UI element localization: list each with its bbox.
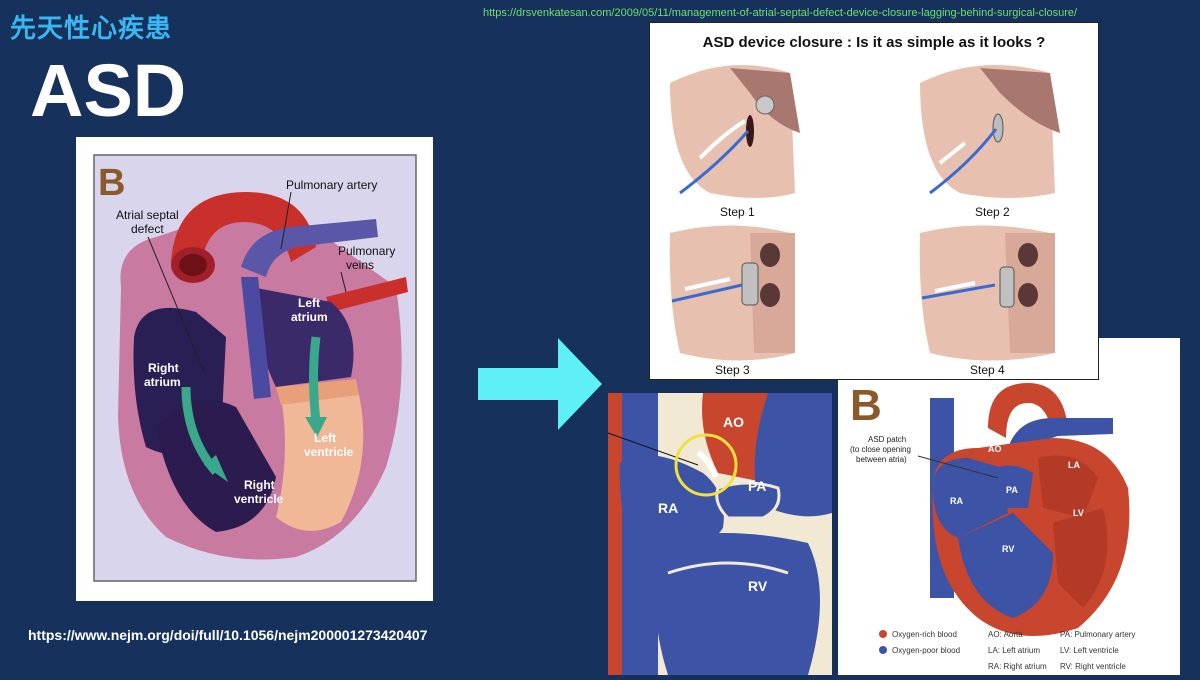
patch-chamber-rv: RV [1002, 544, 1014, 554]
step-1-label: Step 1 [720, 205, 755, 219]
legend-oxygen-poor: Oxygen-poor blood [892, 646, 960, 655]
step-3-illustration [669, 225, 795, 361]
label-right-ventricle-1: Right [244, 478, 275, 492]
device-closure-panel: ASD device closure : Is it as simple as … [649, 22, 1099, 380]
label-left-atrium-2: atrium [291, 310, 328, 324]
patch-chamber-pa: PA [1006, 485, 1018, 495]
step-3-label: Step 3 [715, 363, 750, 377]
legend-oxygen-poor-swatch [879, 646, 887, 654]
source-url-top[interactable]: https://drsvenkatesan.com/2009/05/11/man… [483, 7, 1078, 19]
label-right-atrium-2: atrium [144, 375, 181, 389]
zoom-illustration-panel: AO PA RA RV [608, 393, 832, 675]
step-1-illustration [670, 65, 800, 198]
device-closure-title: ASD device closure : Is it as simple as … [703, 34, 1046, 51]
source-url-bottom[interactable]: https://www.nejm.org/doi/full/10.1056/ne… [28, 627, 428, 643]
patch-chamber-ao: AO [988, 444, 1002, 454]
legend-abbr-la: LA: Left atrium [988, 646, 1040, 655]
step-4-illustration [919, 225, 1055, 361]
zoom-label-rv: RV [748, 578, 768, 594]
patch-label-1: ASD patch [868, 435, 906, 444]
slide-subtitle: 先天性心疾患 [10, 14, 173, 44]
patch-label-3: between atria) [856, 455, 907, 464]
step-2-illustration [920, 65, 1060, 198]
heart-diagram-panel: B Atrial septal defect Pulmonary artery … [76, 137, 433, 601]
patch-label-2: (to close opening [850, 445, 911, 454]
legend-abbr-lv: LV: Left ventricle [1060, 646, 1119, 655]
step-2-label: Step 2 [975, 205, 1010, 219]
label-left-ventricle-2: ventricle [304, 445, 354, 459]
patch-chamber-lv: LV [1073, 508, 1084, 518]
zoom-label-ra: RA [658, 500, 678, 516]
label-pulmonary-veins-2: veins [346, 258, 374, 272]
right-arrow-icon [478, 338, 602, 430]
label-left-atrium-1: Left [298, 296, 320, 310]
step-4-label: Step 4 [970, 363, 1005, 377]
label-left-ventricle-1: Left [314, 431, 336, 445]
patch-diagram-panel: B ASD patch (to close opening between at… [838, 338, 1180, 675]
legend-abbr-rv: RV: Right ventricle [1060, 662, 1126, 671]
legend-abbr-ao: AO: Aorta [988, 630, 1023, 639]
label-right-atrium-1: Right [148, 361, 179, 375]
zoom-label-ao: AO [723, 414, 744, 430]
asd-highlight-circle [674, 433, 738, 497]
legend-abbr-ra: RA: Right atrium [988, 662, 1047, 671]
label-asd-2: defect [131, 222, 164, 236]
legend-oxygen-rich-swatch [879, 630, 887, 638]
patch-diagram: B ASD patch (to close opening between at… [850, 381, 1135, 671]
device-closure-steps: ASD device closure : Is it as simple as … [669, 34, 1060, 377]
patch-diagram-letter: B [850, 381, 882, 430]
zoom-label-pa: PA [748, 478, 766, 494]
patch-chamber-ra: RA [950, 496, 963, 506]
zoom-illustration: AO PA RA RV [608, 393, 832, 675]
heart-diagram-letter: B [98, 162, 125, 204]
label-asd-1: Atrial septal [116, 208, 179, 222]
patch-chamber-la: LA [1068, 460, 1080, 470]
heart-diagram: B Atrial septal defect Pulmonary artery … [93, 154, 417, 582]
legend-oxygen-rich: Oxygen-rich blood [892, 630, 957, 639]
legend-abbr-pa: PA: Pulmonary artery [1060, 630, 1135, 639]
label-pulmonary-veins-1: Pulmonary [338, 244, 395, 258]
label-pulmonary-artery: Pulmonary artery [286, 178, 377, 192]
slide-title: ASD [30, 49, 187, 132]
label-right-ventricle-2: ventricle [234, 492, 284, 506]
